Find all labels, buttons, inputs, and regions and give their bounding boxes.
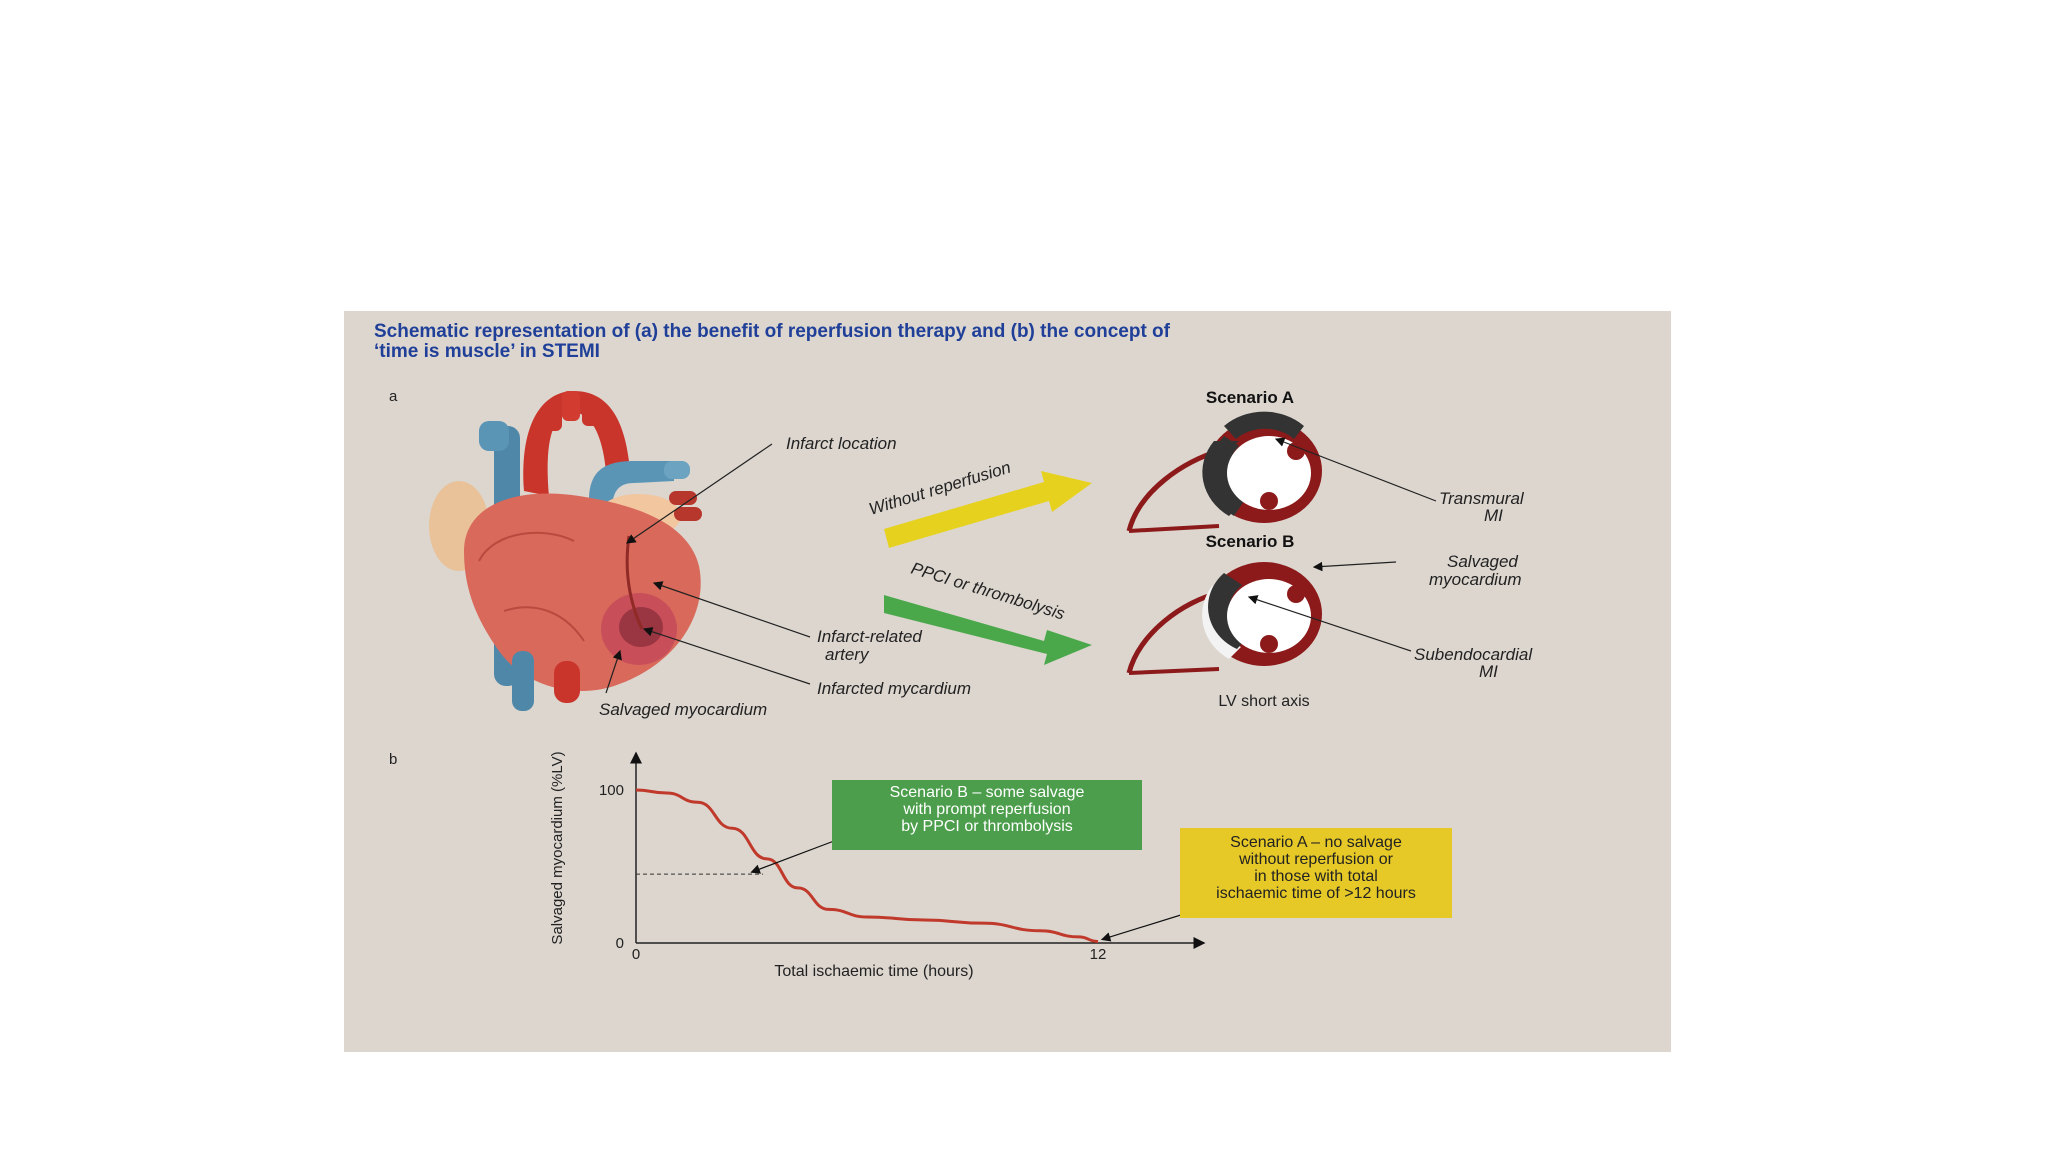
- box-a-line-1: Scenario A – no salvage: [1230, 834, 1402, 851]
- leader-infarcted: [642, 627, 811, 685]
- scenario-a-title: Scenario A: [1206, 388, 1294, 407]
- x-axis-label: Total ischaemic time (hours): [774, 963, 973, 980]
- leader-salvaged: [605, 649, 622, 694]
- title-line-1: Schematic representation of (a) the bene…: [374, 321, 1170, 342]
- x-tick-label: 0: [632, 946, 640, 963]
- chart-area: Salvaged myocardium (%LV) Total ischaemi…: [549, 751, 1206, 980]
- leader-salvaged-myo: [1312, 561, 1397, 572]
- figure-title: Schematic representation of (a) the bene…: [374, 322, 1524, 362]
- label-salvaged-myo-1: Salvaged: [1447, 552, 1518, 571]
- heart-illustration: [429, 391, 702, 711]
- y-axis-label: Salvaged myocardium (%LV): [549, 751, 566, 944]
- box-a-line-4: ischaemic time of >12 hours: [1216, 885, 1416, 902]
- arrow-box-a: [1100, 913, 1185, 942]
- label-lv-short-axis: LV short axis: [1218, 693, 1309, 710]
- box-b-line-1: Scenario B – some salvage: [889, 784, 1085, 801]
- label-subendo-1: Subendocardial: [1414, 645, 1533, 664]
- salvage-curve: [635, 788, 1099, 943]
- panel-b-letter: b: [389, 751, 397, 768]
- box-a-line-3: in those with total: [1254, 868, 1378, 885]
- box-b-line-3: by PPCI or thrombolysis: [901, 818, 1073, 835]
- leader-subendo: [1247, 595, 1412, 652]
- scenario-b-box: Scenario B – some salvage with prompt re…: [832, 780, 1142, 850]
- lv-scenario-a: [1126, 411, 1322, 533]
- label-infarct-related-2: artery: [825, 645, 870, 664]
- title-line-2: ‘time is muscle’ in STEMI: [374, 341, 600, 362]
- arrow-without-reperfusion: [884, 471, 1092, 548]
- scenario-b-title: Scenario B: [1206, 532, 1295, 551]
- label-infarct-related-1: Infarct-related: [817, 627, 922, 646]
- figure-svg: a: [389, 388, 1533, 980]
- panel-a-letter: a: [389, 388, 398, 405]
- arrow-ppci: [884, 595, 1092, 665]
- box-b-line-2: with prompt reperfusion: [903, 801, 1071, 818]
- label-transmural-2: MI: [1484, 506, 1503, 525]
- label-salvaged-myo-2: myocardium: [1429, 570, 1522, 589]
- label-subendo-2: MI: [1479, 662, 1498, 681]
- arrow-box-b: [750, 840, 835, 874]
- leader-infarct-location: [626, 443, 773, 544]
- label-infarcted: Infarcted mycardium: [817, 679, 971, 698]
- label-infarct-location: Infarct location: [786, 434, 897, 453]
- box-a-line-2: without reperfusion or: [1239, 851, 1393, 868]
- label-transmural-1: Transmural: [1439, 489, 1525, 508]
- lv-scenario-b: [1126, 562, 1322, 675]
- scenario-a-box: Scenario A – no salvage without reperfus…: [1180, 828, 1452, 918]
- label-salvaged: Salvaged myocardium: [599, 700, 767, 719]
- y-tick-label: 100: [599, 782, 624, 799]
- figure-panel: Schematic representation of (a) the bene…: [344, 311, 1671, 1052]
- leader-transmural: [1274, 437, 1437, 502]
- x-tick-label: 12: [1090, 946, 1107, 963]
- leader-infarct-artery: [652, 581, 811, 638]
- y-tick-label: 0: [616, 935, 624, 952]
